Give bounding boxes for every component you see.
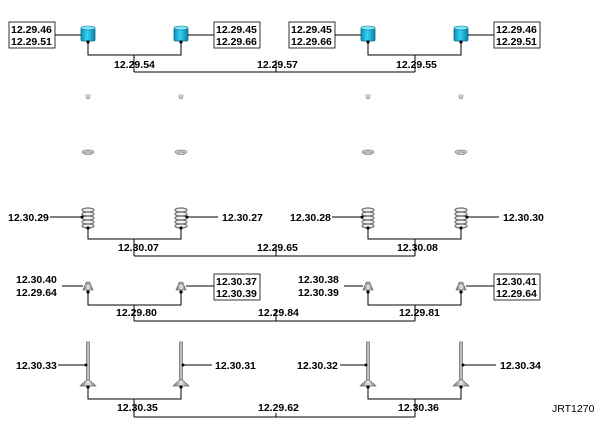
ring-icon [85, 94, 91, 100]
ring-icon [365, 94, 371, 100]
callout-label: 12.30.28 [290, 212, 331, 224]
group-label: 12.29.62 [258, 402, 299, 414]
callout-label: 12.29.66 [216, 36, 257, 48]
callout-box [493, 21, 541, 49]
seats-row: 12.30.40 12.29.64 12.30.37 12.30.39 12.3… [16, 273, 541, 322]
springs-row: 12.30.29 12.30.27 12.30.28 12.30.30 12.3… [8, 207, 544, 257]
lifter-icon [453, 25, 469, 42]
callout-label: 12.30.29 [8, 212, 49, 224]
seat-icon [362, 281, 374, 291]
callout-label: 12.29.51 [11, 36, 52, 48]
callout-box [288, 21, 336, 49]
seat-icon [175, 281, 187, 291]
lifter-icon [80, 25, 96, 42]
callout-label: 12.29.66 [291, 36, 332, 48]
clip-icon [454, 149, 468, 155]
callout-label: 12.29.45 [216, 24, 257, 36]
group-label: 12.29.81 [399, 307, 440, 319]
callout-label: 12.29.64 [496, 288, 537, 300]
group-bracket [86, 290, 463, 322]
callout-label: 12.30.38 [298, 274, 339, 286]
lifter-icon [173, 25, 189, 42]
group-label: 12.29.54 [114, 59, 155, 71]
seat-icon [455, 281, 467, 291]
callout-label: 12.30.39 [216, 288, 257, 300]
clip-icon [174, 149, 188, 155]
group-label: 12.29.84 [258, 307, 299, 319]
clip-icon [81, 149, 95, 155]
callout-label: 12.29.46 [496, 24, 537, 36]
figure-reference: JRT1270 [552, 403, 595, 415]
lifter-icon [360, 25, 376, 42]
valve-icon [79, 341, 97, 387]
group-label: 12.30.07 [118, 242, 159, 254]
callout-label: 12.30.31 [215, 360, 256, 372]
group-label: 12.29.57 [257, 59, 298, 71]
lifters-row: 12.29.46 12.29.51 12.29.45 12.29.66 12.2… [8, 21, 541, 73]
callout-label: 12.29.45 [291, 24, 332, 36]
ring-icon [458, 94, 464, 100]
seat-icon [82, 281, 94, 291]
callout-label: 12.30.30 [503, 212, 544, 224]
callout-label: 12.30.39 [298, 287, 339, 299]
callout-label: 12.30.27 [222, 212, 263, 224]
spring-icon [454, 207, 468, 229]
callout-label: 12.30.32 [297, 360, 338, 372]
valves-row: 12.30.33 12.30.31 12.30.32 12.30.34 12.3… [16, 341, 541, 418]
valve-icon [452, 341, 470, 387]
callout-label: 12.29.46 [11, 24, 52, 36]
spring-icon [361, 207, 375, 229]
callout-box [213, 273, 261, 301]
group-label: 12.30.08 [397, 242, 438, 254]
callout-box [8, 21, 56, 49]
clips-row [81, 149, 468, 155]
group-bracket [86, 226, 463, 257]
group-label: 12.29.65 [257, 242, 298, 254]
callout-label: 12.29.51 [496, 36, 537, 48]
group-label: 12.30.36 [398, 402, 439, 414]
callout-label: 12.30.41 [496, 276, 537, 288]
spring-icon [174, 207, 188, 229]
callout-label: 12.29.64 [16, 287, 57, 299]
callout-label: 12.30.34 [500, 360, 541, 372]
clip-icon [361, 149, 375, 155]
ring-icon [178, 94, 184, 100]
rings-row [85, 94, 464, 100]
callout-box [493, 273, 541, 301]
group-bracket [86, 40, 463, 73]
group-label: 12.29.80 [116, 307, 157, 319]
callout-box [213, 21, 261, 49]
group-bracket [86, 385, 463, 418]
spring-icon [81, 207, 95, 229]
callout-label: 12.30.37 [216, 276, 257, 288]
group-label: 12.29.55 [396, 59, 437, 71]
valve-icon [359, 341, 377, 387]
group-label: 12.30.35 [117, 402, 158, 414]
callout-label: 12.30.40 [16, 274, 57, 286]
valve-icon [172, 341, 190, 387]
callout-label: 12.30.33 [16, 360, 57, 372]
